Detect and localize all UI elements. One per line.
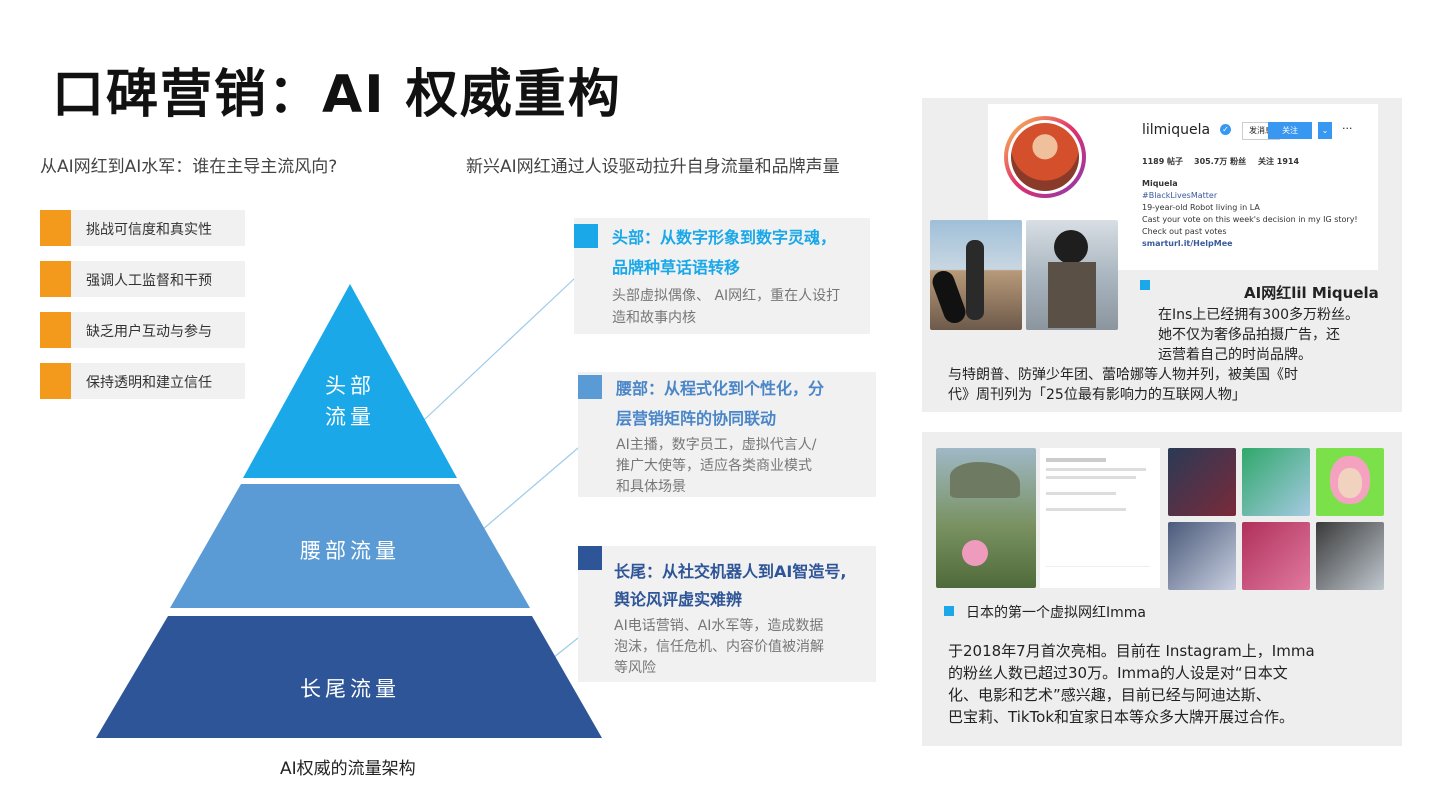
orange-square-icon [40, 363, 71, 399]
tail-box-body-3: 等风险 [614, 660, 656, 676]
miquela-heading: AI网红lil Miquela [1244, 284, 1379, 302]
more-options-icon[interactable]: ··· [1342, 122, 1353, 135]
imma-photo-3 [1316, 448, 1384, 516]
head-traffic-box: 头部：从数字形象到数字灵魂， 品牌种草话语转移 头部虚拟偶像、 AI网红，重在人… [574, 218, 870, 334]
pyramid-middle-tier [170, 484, 530, 608]
imma-panel: 日本的第一个虚拟网红Imma 于2018年7月首次亮相。目前在 Instagra… [922, 432, 1402, 746]
blue-square-icon [1140, 280, 1150, 290]
waist-box-title-2: 层营销矩阵的协同联动 [616, 409, 777, 428]
bio-line: 19-year-old Robot living in LA [1142, 203, 1260, 212]
imma-text-line: 化、电影和艺术”感兴趣，目前已经与阿迪达斯、 [948, 686, 1271, 704]
pyramid-bottom-label: 长尾流量 [300, 677, 400, 701]
blue-square-icon [574, 224, 598, 248]
imma-photo-4 [1168, 522, 1236, 590]
tail-box-title-1: 长尾：从社交机器人到AI智造号, [614, 562, 847, 581]
connector-line-head [423, 277, 576, 421]
left-subtitle: 从AI网红到AI水军：谁在主导主流风向? [40, 157, 338, 177]
tag-item: 强调人工监督和干预 [40, 261, 245, 297]
pyramid-top-label-1: 头部 [325, 374, 375, 398]
imma-photo-5 [1242, 522, 1310, 590]
head-box-title-2: 品牌种草话语转移 [612, 258, 741, 277]
imma-photo-1 [1168, 448, 1236, 516]
traffic-pyramid: 头部 流量 腰部流量 长尾流量 [96, 284, 602, 738]
miquela-photo-fence [1026, 220, 1118, 330]
imma-text-line: 的粉丝人数已超过30万。Imma的人设是对“日本文 [948, 664, 1288, 682]
waist-box-body-3: 和具体场景 [616, 479, 686, 495]
imma-photo-2 [1242, 448, 1310, 516]
miquela-photo-beach [929, 220, 1022, 330]
waist-box-body-1: AI主播，数字员工，虚拟代言人/ [616, 437, 817, 453]
follow-button[interactable]: 关注 [1268, 122, 1312, 139]
posts-count: 1189 帖子 [1142, 157, 1184, 166]
tail-traffic-box: 长尾：从社交机器人到AI智造号, 舆论风评虚实难辨 AI电话营销、AI水军等，造… [578, 546, 876, 682]
tag-label: 保持透明和建立信任 [86, 375, 212, 391]
head-box-title-1: 头部：从数字形象到数字灵魂， [612, 228, 837, 247]
miquela-text-line: 与特朗普、防弹少年团、蕾哈娜等人物并列，被美国《时 [948, 367, 1298, 383]
avatar-ring [1004, 116, 1086, 198]
profile-name: Miquela [1142, 179, 1178, 188]
bio-line: Check out past votes [1142, 227, 1227, 236]
tag-label: 强调人工监督和干预 [86, 273, 212, 289]
imma-instagram-post [1040, 448, 1160, 588]
tail-box-body-2: 泡沫，信任危机、内容价值被消解 [614, 639, 824, 655]
blue-square-icon [578, 375, 602, 399]
head-box-body-2: 造和故事内核 [612, 310, 696, 326]
followers-count[interactable]: 305.7万 粉丝 [1194, 157, 1247, 166]
avatar[interactable] [1011, 123, 1079, 191]
miquela-text-line: 她不仅为奢侈品拍摄广告，还 [1158, 327, 1340, 343]
instagram-username[interactable]: lilmiquela [1142, 122, 1211, 138]
tag-label: 挑战可信度和真实性 [86, 222, 212, 238]
imma-text-line: 于2018年7月首次亮相。目前在 Instagram上，Imma [948, 642, 1315, 660]
pyramid-top-tier [243, 284, 457, 478]
chevron-down-icon[interactable]: ⌄ [1318, 122, 1332, 139]
pyramid-bottom-tier [96, 616, 602, 738]
verified-icon: ✓ [1220, 124, 1231, 135]
miquela-panel: lilmiquela ✓ 发消息 关注 ⌄ ··· 1189 帖子 305.7万… [922, 98, 1402, 412]
imma-photo-dinosaur [936, 448, 1036, 588]
tag-label: 缺乏用户互动与参与 [86, 324, 212, 340]
orange-square-icon [40, 210, 71, 246]
orange-square-icon [40, 312, 71, 348]
navy-square-icon [578, 546, 602, 570]
tail-box-title-2: 舆论风评虚实难辨 [614, 590, 743, 609]
bio-link[interactable]: smarturl.it/HelpMee [1142, 239, 1233, 248]
blue-square-icon [944, 606, 954, 616]
miquela-text-line: 在Ins上已经拥有300多万粉丝。 [1158, 307, 1360, 323]
tail-box-body-1: AI电话营销、AI水军等，造成数据 [614, 618, 824, 634]
tag-item: 缺乏用户互动与参与 [40, 312, 245, 348]
connector-line-waist [481, 447, 579, 531]
miquela-text-line: 代》周刊列为「25位最有影响力的互联网人物」 [948, 387, 1246, 403]
orange-square-icon [40, 261, 71, 297]
pyramid-middle-label: 腰部流量 [300, 539, 400, 563]
head-box-body-1: 头部虚拟偶像、 AI网红，重在人设打 [612, 288, 841, 304]
imma-photo-6 [1316, 522, 1384, 590]
pyramid-caption: AI权威的流量架构 [280, 759, 416, 779]
waist-traffic-box: 腰部：从程式化到个性化，分 层营销矩阵的协同联动 AI主播，数字员工，虚拟代言人… [578, 372, 876, 497]
imma-text-line: 巴宝莉、TikTok和宜家日本等众多大牌开展过合作。 [948, 708, 1295, 726]
tag-item: 保持透明和建立信任 [40, 363, 245, 399]
imma-heading: 日本的第一个虚拟网红Imma [966, 605, 1146, 621]
bio-line: Cast your vote on this week's decision i… [1142, 215, 1358, 224]
waist-box-body-2: 推广大使等，适应各类商业模式 [616, 458, 812, 474]
pyramid-top-label-2: 流量 [325, 405, 375, 429]
mid-subtitle: 新兴AI网红通过人设驱动拉升自身流量和品牌声量 [466, 157, 840, 177]
bio-hashtag[interactable]: #BlackLivesMatter [1142, 191, 1218, 200]
waist-box-title-1: 腰部：从程式化到个性化，分 [616, 379, 825, 398]
page-title: 口碑营销：AI 权威重构 [52, 65, 622, 125]
miquela-text-line: 运营着自己的时尚品牌。 [1158, 347, 1312, 363]
following-count[interactable]: 关注 1914 [1258, 157, 1300, 166]
tag-item: 挑战可信度和真实性 [40, 210, 245, 246]
